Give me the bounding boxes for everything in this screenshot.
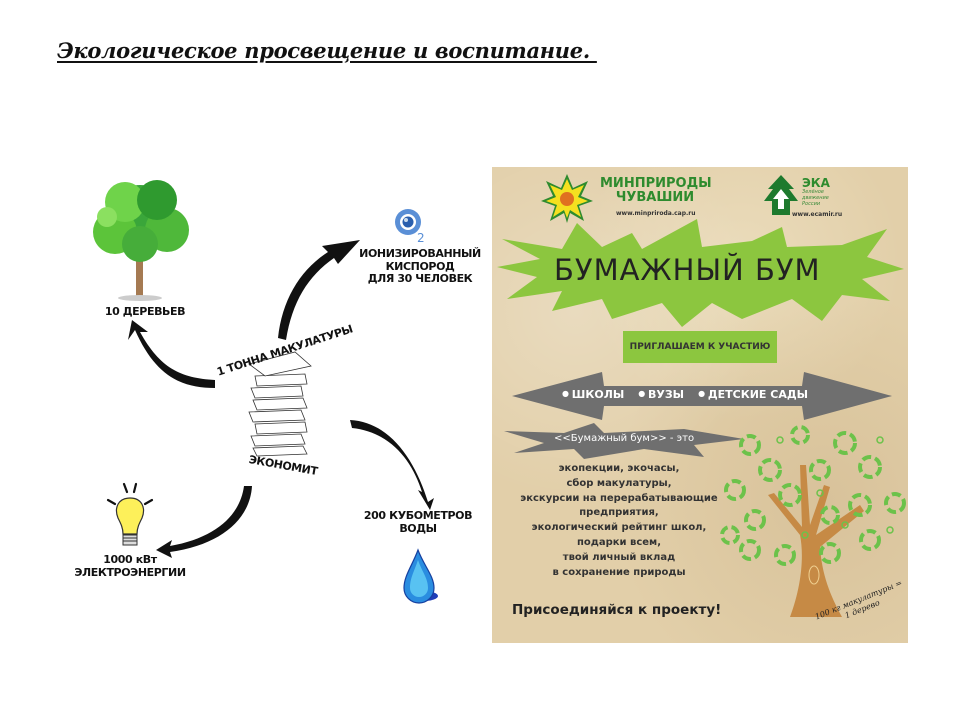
headline-burst-shape [497, 219, 904, 327]
arrow-to-trees [128, 320, 215, 388]
light-bulb-icon [102, 480, 158, 556]
eka-name: ЭКА [802, 176, 830, 190]
intro-text: <<Бумажный бум>> - это [554, 433, 695, 444]
svg-text:2: 2 [417, 231, 425, 244]
paper-boom-poster: МИНПРИРОДЫ ЧУВАШИИ www.minpriroda.cap.ru… [492, 167, 908, 643]
recycle-tree-icon [720, 425, 906, 617]
slide-title: Экологическое просвещение и воспитание. [57, 38, 597, 63]
target-universities: ВУЗЫ [638, 388, 684, 401]
paper-stack-icon [245, 348, 315, 458]
water-drop-icon [400, 548, 440, 604]
trees-label: 10 ДЕРЕВЬЕВ [104, 305, 186, 318]
arrow-to-oxygen [278, 240, 360, 340]
target-kindergartens: ДЕТСКИЕ САДЫ [698, 388, 808, 401]
paper-recycling-infographic: 10 ДЕРЕВЬЕВ 2 ИОНИЗИРОВАННЫЙ КИСПОРОД ДЛ… [60, 160, 490, 620]
oxygen-icon: 2 [393, 206, 427, 244]
eka-url: www.ecamir.ru [792, 211, 843, 218]
minpriroda-url: www.minpriroda.cap.ru [616, 210, 696, 217]
call-to-action: Присоединяйся к проекту! [512, 602, 722, 618]
arrow-to-energy [156, 486, 252, 558]
minpriroda-logo-icon [540, 173, 594, 223]
cycle-arrows [128, 240, 434, 558]
minpriroda-name: МИНПРИРОДЫ ЧУВАШИИ [600, 176, 712, 205]
tree-icon [85, 172, 195, 302]
targets-list: ШКОЛЫ ВУЗЫ ДЕТСКИЕ САДЫ [562, 388, 808, 401]
arrow-to-water [350, 420, 434, 510]
water-label: 200 КУБОМЕТРОВ ВОДЫ [363, 509, 473, 535]
energy-label: 1000 кВт ЭЛЕКТРОЭНЕРГИИ [74, 553, 186, 579]
description: экопекции, экочасы, сбор макулатуры, экс… [520, 463, 718, 578]
headline: БУМАЖНЫЙ БУМ [554, 253, 821, 287]
target-schools: ШКОЛЫ [562, 388, 624, 401]
intro-burst-shape [504, 423, 744, 459]
eka-logo-icon [764, 175, 798, 215]
eka-subtitle: Зелёное движение России [802, 189, 829, 207]
invite-banner: ПРИГЛАШАЕМ К УЧАСТИЮ [623, 331, 777, 363]
oxygen-label: ИОНИЗИРОВАННЫЙ КИСПОРОД ДЛЯ 30 ЧЕЛОВЕК [359, 247, 481, 286]
